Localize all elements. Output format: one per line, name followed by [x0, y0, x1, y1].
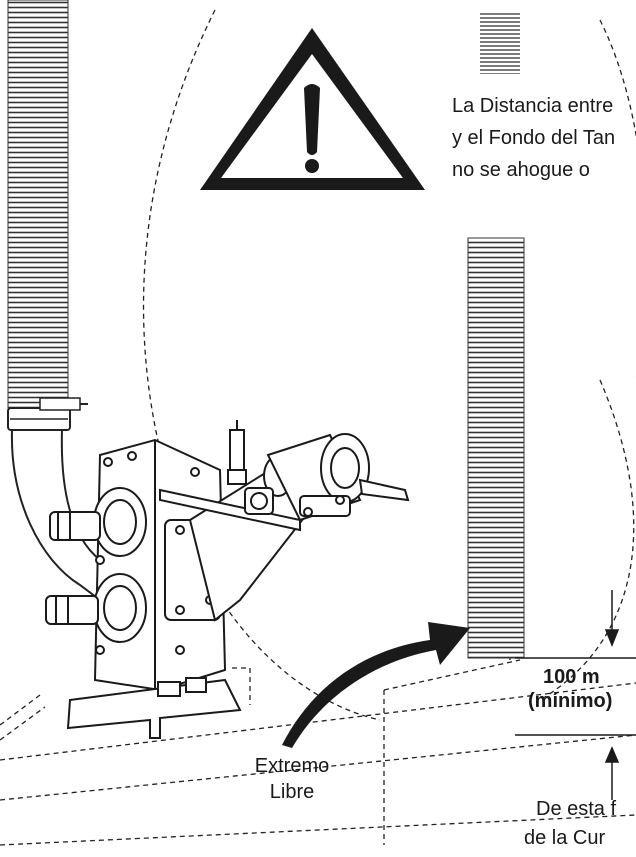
warning-text-line-2: y el Fondo del Tan: [452, 127, 616, 149]
free-end-label-line-2: Libre: [269, 781, 315, 803]
free-end-label-line-1: Extremo: [254, 755, 330, 777]
warning-text-line-1: La Distancia entre: [452, 95, 614, 117]
hose-clamp: [7, 397, 88, 431]
clearance-dimension: [515, 590, 636, 800]
pump-body: [45, 420, 410, 739]
warning-triangle-icon: [200, 28, 425, 190]
warning-text-line-3: no se ahogue o: [452, 159, 590, 181]
bottom-note-line-2: de la Cur: [524, 827, 606, 849]
dimension-qualifier: (mínimo): [528, 690, 613, 712]
suction-hose: [467, 12, 525, 659]
flow-arrow: [282, 622, 470, 748]
bottom-note-line-1: De esta f: [536, 798, 617, 820]
dimension-value: 100 m: [543, 666, 600, 688]
intake-hose: [7, 0, 101, 602]
